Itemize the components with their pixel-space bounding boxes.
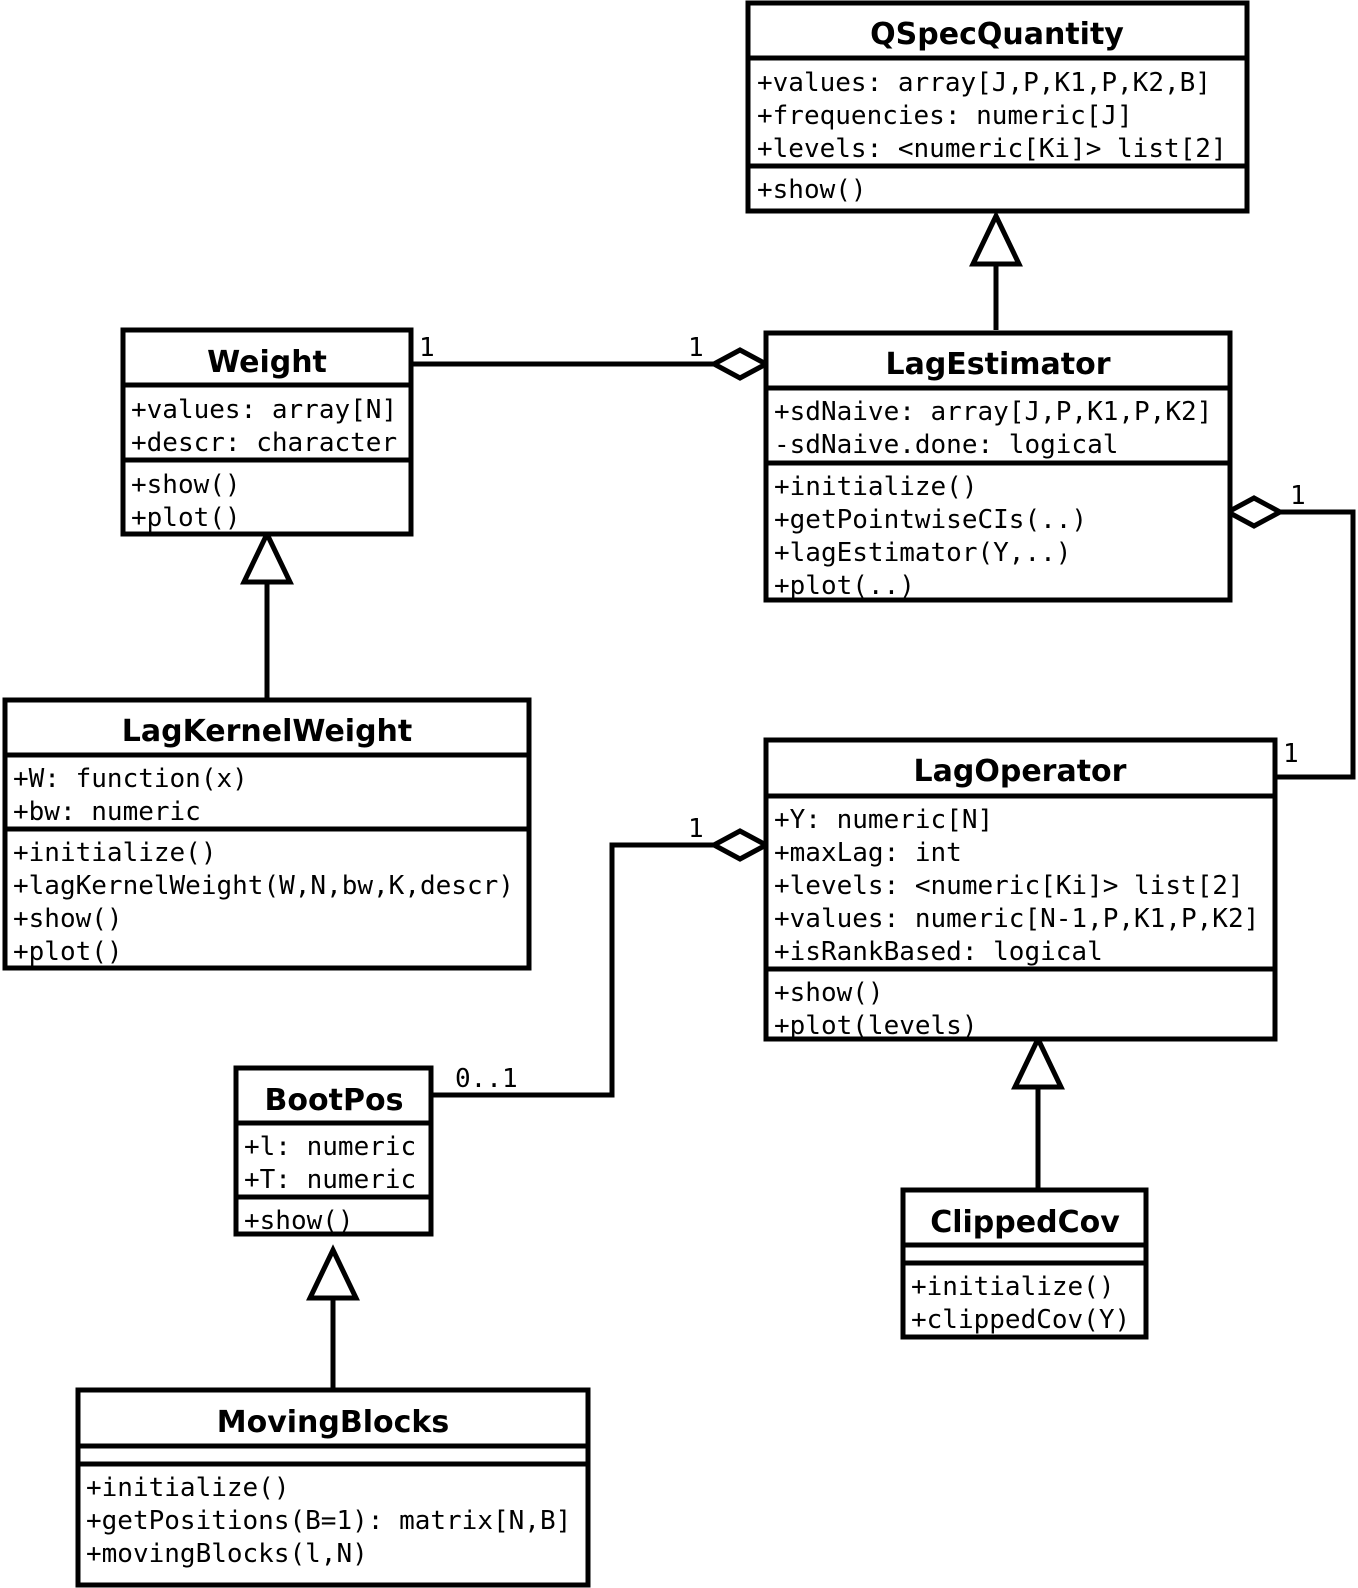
class-box-lagkernelweight[interactable]: LagKernelWeight +W: function(x) +bw: num… [2,697,532,971]
multiplicity-lagestimator-lagoperator-end: 1 [1290,481,1306,511]
inheritance-lagestimator-to-qspecquantity [969,210,1023,330]
class-method: +show() [131,470,241,500]
class-attribute: +values: array[N] [131,395,397,425]
class-box-movingblocks[interactable]: MovingBlocks +initialize() +getPositions… [75,1387,591,1588]
class-title-lagestimator: LagEstimator [885,347,1110,382]
class-attribute: +descr: character [131,428,397,458]
class-attribute: +T: numeric [244,1165,416,1195]
class-method: +show() [757,175,867,205]
class-box-lagoperator[interactable]: LagOperator +Y: numeric[N] +maxLag: int … [763,737,1278,1042]
class-attribute: +maxLag: int [774,838,962,868]
class-attribute: +l: numeric [244,1132,416,1162]
class-attribute: -sdNaive.done: logical [774,430,1118,460]
class-attribute: +frequencies: numeric[J] [757,101,1133,131]
class-title-clippedcov: ClippedCov [930,1205,1120,1240]
multiplicity-lagestimator-weight-end: 1 [688,333,704,363]
class-method: +plot(..) [774,571,915,601]
class-method: +lagEstimator(Y,..) [774,538,1071,568]
multiplicity-lagoperator-bootpos-end: 1 [688,814,704,844]
class-method: +initialize() [774,472,978,502]
class-method: +getPositions(B=1): matrix[N,B] [86,1506,571,1536]
class-method: +initialize() [911,1272,1115,1302]
class-box-qspecquantity[interactable]: QSpecQuantity +values: array[J,P,K1,P,K2… [745,0,1250,214]
class-method: +show() [244,1206,354,1236]
inheritance-clippedcov-to-lagoperator [1011,1033,1065,1190]
multiplicity-bootpos-end: 0..1 [455,1064,518,1094]
class-box-bootpos[interactable]: BootPos +l: numeric +T: numeric +show() [233,1065,434,1237]
class-attribute: +values: array[J,P,K1,P,K2,B] [757,68,1211,98]
multiplicity-weight-end: 1 [419,333,435,363]
class-attribute: +bw: numeric [13,797,201,827]
class-method: +getPointwiseCIs(..) [774,505,1087,535]
class-method: +movingBlocks(l,N) [86,1539,368,1569]
class-method: +initialize() [13,838,217,868]
class-box-weight[interactable]: Weight +values: array[N] +descr: charact… [120,327,414,537]
class-title-bootpos: BootPos [265,1083,404,1118]
class-title-lagkernelweight: LagKernelWeight [122,714,413,749]
aggregation-weight-lagestimator: 1 1 [411,333,772,381]
class-attribute: +levels: <numeric[Ki]> list[2] [774,871,1244,901]
class-method: +initialize() [86,1473,290,1503]
class-box-lagestimator[interactable]: LagEstimator +sdNaive: array[J,P,K1,P,K2… [763,330,1233,603]
class-method: +clippedCov(Y) [911,1305,1130,1335]
aggregation-lagoperator-bootpos: 0..1 1 [431,814,772,1098]
class-title-lagoperator: LagOperator [914,754,1127,789]
class-method: +show() [13,904,123,934]
multiplicity-lagoperator-lagestimator-end: 1 [1283,739,1299,769]
class-attribute: +sdNaive: array[J,P,K1,P,K2] [774,397,1212,427]
class-attribute: +levels: <numeric[Ki]> list[2] [757,134,1227,164]
class-title-qspecquantity: QSpecQuantity [870,17,1124,52]
class-attribute: +W: function(x) [13,764,248,794]
class-box-clippedcov[interactable]: ClippedCov +initialize() +clippedCov(Y) [900,1187,1149,1340]
class-attribute: +isRankBased: logical [774,937,1103,967]
class-title-weight: Weight [207,345,327,380]
class-method: +plot(levels) [774,1011,978,1041]
class-title-movingblocks: MovingBlocks [217,1405,450,1440]
class-method: +show() [774,978,884,1008]
class-attribute: +values: numeric[N-1,P,K1,P,K2] [774,904,1259,934]
aggregation-lagestimator-lagoperator: 1 1 [1222,481,1356,780]
inheritance-lagkernelweight-to-weight [240,528,294,700]
class-method: +plot() [13,937,123,967]
class-attribute: +Y: numeric[N] [774,805,993,835]
class-method: +plot() [131,503,241,533]
class-method: +lagKernelWeight(W,N,bw,K,descr) [13,871,514,901]
inheritance-movingblocks-to-bootpos [306,1244,360,1390]
